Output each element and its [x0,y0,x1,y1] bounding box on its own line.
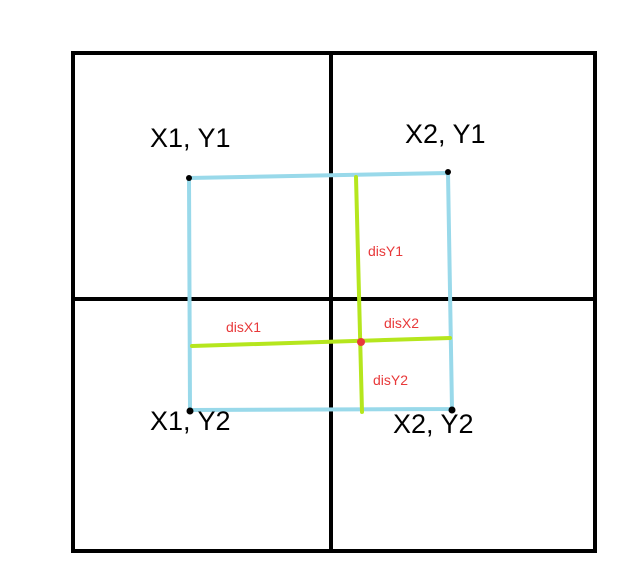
corner-label-x2y1: X2, Y1 [405,119,486,149]
sample-point [357,338,365,346]
corner-point-x1y2 [186,407,194,415]
cell-grid [71,51,597,553]
vertical-distance-line [354,175,364,414]
corner-label-x1y1: X1, Y1 [150,123,231,153]
corner-label-x1y2: X1, Y2 [150,406,231,436]
grid-outer-border [71,51,597,553]
corner-point-x2y2 [448,406,456,414]
distance-label-disY1: disY1 [368,243,403,259]
distance-label-disX1: disX1 [226,319,261,335]
corner-point-x2y1 [445,169,451,175]
distance-label-disX2: disX2 [384,315,419,331]
neighbor-box [187,171,454,412]
distance-label-disY2: disY2 [373,372,408,388]
corner-label-x2y2: X2, Y2 [393,409,474,439]
horizontal-distance-line [190,336,452,348]
corner-point-x1y1 [186,175,192,181]
